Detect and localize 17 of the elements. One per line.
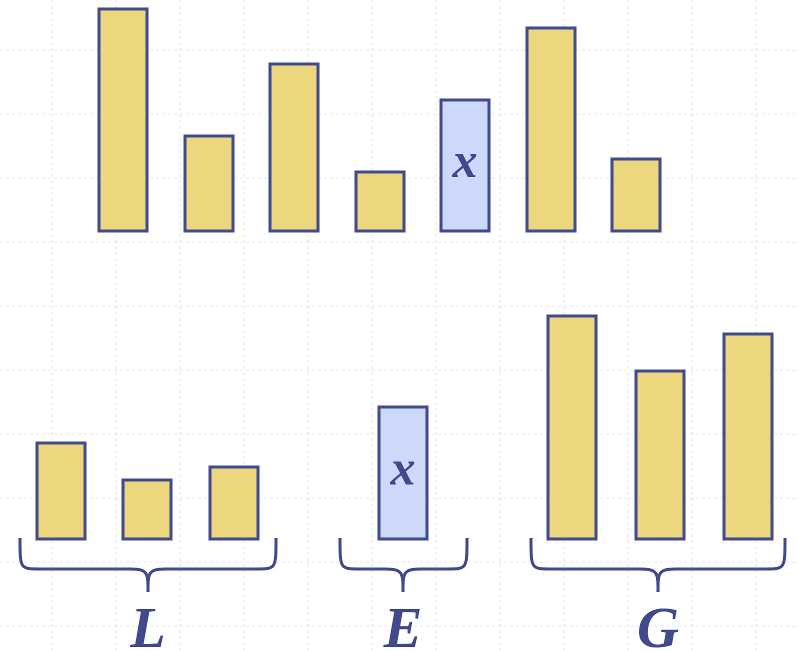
bar — [268, 62, 320, 232]
bar — [526, 26, 576, 232]
group-label: L — [130, 609, 164, 647]
group-label: E — [383, 609, 420, 647]
bar — [610, 158, 662, 232]
bar — [354, 170, 406, 232]
bar — [634, 370, 686, 540]
bar — [208, 466, 260, 540]
group-label: G — [639, 608, 678, 648]
bar — [98, 8, 148, 232]
bar — [122, 478, 172, 540]
bar — [546, 314, 598, 540]
bar — [36, 442, 86, 540]
bar: x — [378, 406, 428, 540]
bar — [184, 134, 234, 232]
bar — [722, 332, 774, 540]
bar: x — [440, 98, 490, 232]
